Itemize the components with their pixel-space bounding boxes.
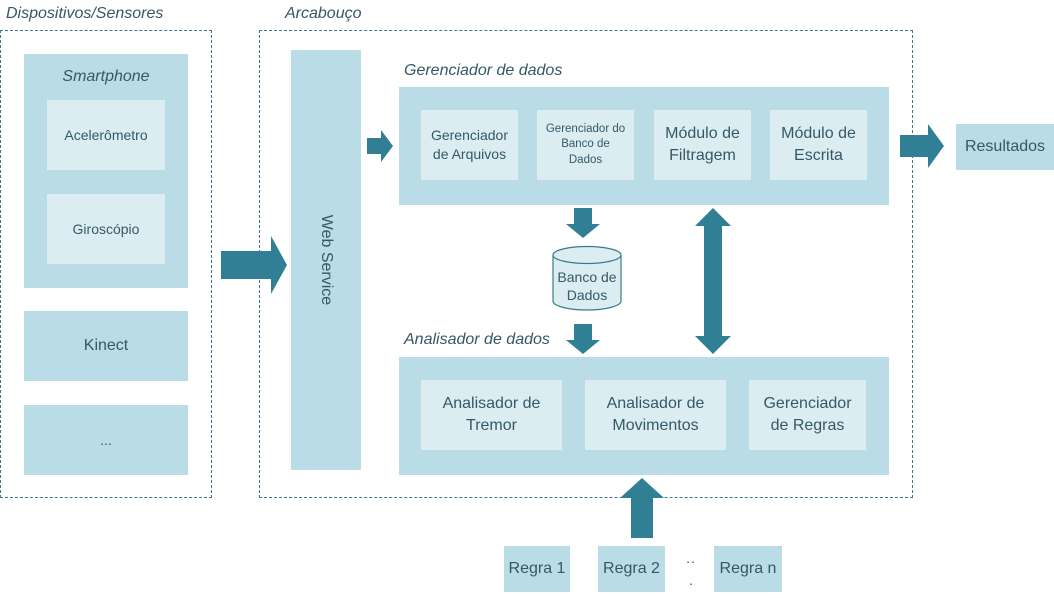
results-box: Resultados — [956, 124, 1054, 170]
framework-group — [259, 30, 913, 498]
datamanager-to-database-arrow — [566, 208, 600, 238]
tremor-analyzer-box: Analisador de Tremor — [421, 380, 562, 450]
datamanager-to-results-arrow — [900, 124, 944, 168]
framework-group-title: Arcabouço — [285, 5, 362, 22]
smartphone-title: Smartphone — [62, 68, 150, 85]
rules-ellipsis-dot: . — [689, 572, 693, 588]
rule-2-box: Regra 2 — [598, 546, 665, 592]
more-devices-box: ... — [24, 405, 188, 475]
rule-1-box: Regra 1 — [504, 546, 570, 592]
accelerometer-box: Acelerômetro — [47, 100, 165, 170]
devices-group-title: Dispositivos/Sensores — [6, 5, 164, 22]
manager-analyzer-double-arrow — [695, 208, 731, 354]
kinect-box: Kinect — [24, 311, 188, 381]
devices-group — [0, 30, 212, 498]
rules-to-analyzer-arrow — [620, 478, 664, 538]
devices-to-webservice-arrow — [221, 236, 287, 294]
rule-n-box: Regra n — [714, 546, 782, 592]
rules-ellipsis: .. — [686, 550, 696, 566]
data-analyzer-title: Analisador de dados — [404, 331, 550, 348]
webservice-to-datamanager-arrow — [367, 130, 393, 162]
data-manager-title: Gerenciador de dados — [404, 62, 563, 79]
gyroscope-box: Giroscópio — [47, 194, 165, 264]
filter-module-box: Módulo de Filtragem — [654, 110, 751, 180]
db-manager-box: Gerenciador do Banco de Dados — [537, 110, 634, 180]
web-service-label: Web Service — [318, 214, 335, 306]
database-cylinder-icon — [552, 245, 622, 311]
rules-manager-box: Gerenciador de Regras — [749, 380, 866, 450]
movements-analyzer-box: Analisador de Movimentos — [585, 380, 726, 450]
web-service-box: Web Service — [291, 50, 361, 470]
smartphone-box: Smartphone Acelerômetro Giroscópio — [24, 54, 188, 288]
database-label: Banco de Dados — [557, 268, 617, 303]
file-manager-box: Gerenciador de Arquivos — [421, 110, 518, 180]
write-module-box: Módulo de Escrita — [770, 110, 867, 180]
database-to-analyzer-arrow — [566, 324, 600, 354]
